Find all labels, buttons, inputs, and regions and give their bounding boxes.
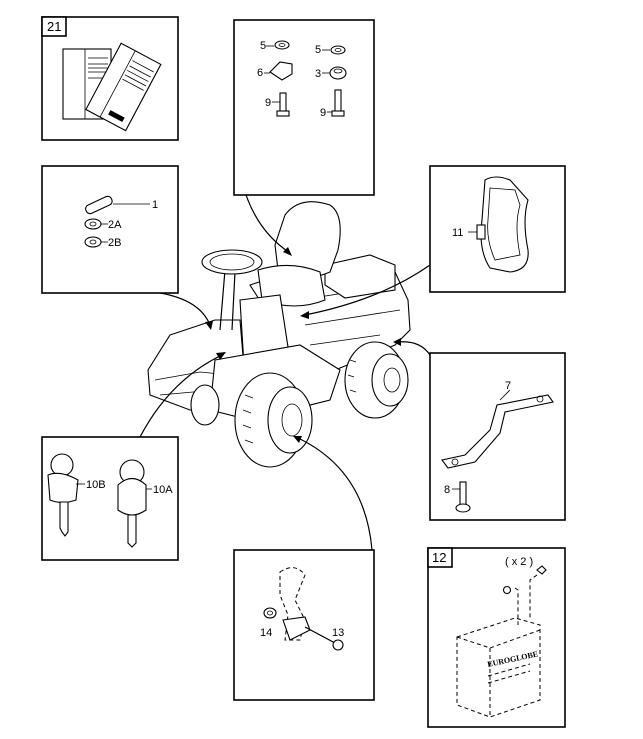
callout-5-right: 5 bbox=[315, 44, 321, 56]
ride-on-mower-illustration bbox=[147, 201, 411, 468]
clamp-panel: 13 14 bbox=[233, 549, 375, 701]
callout-2a: 2A bbox=[108, 219, 122, 231]
battery-panel: 12 ( x 2 ) EUROGLOBE bbox=[427, 547, 566, 728]
key-10b-icon bbox=[47, 453, 79, 537]
owner-manual-icon bbox=[62, 42, 162, 132]
callout-9-left: 9 bbox=[265, 97, 271, 109]
callout-9-right: 9 bbox=[320, 107, 326, 119]
callout-12: 12 bbox=[432, 550, 446, 565]
callout-3: 3 bbox=[315, 68, 321, 80]
callout-21: 21 bbox=[47, 19, 61, 34]
callout-10b: 10B bbox=[86, 479, 106, 491]
seat-fasteners-panel: 5 6 9 5 3 9 bbox=[233, 19, 375, 196]
callout-1: 1 bbox=[152, 199, 158, 211]
bracket-panel: 7 8 bbox=[429, 352, 566, 521]
callout-2b: 2B bbox=[108, 237, 121, 249]
callout-10a: 10A bbox=[153, 484, 173, 496]
callout-5-left: 5 bbox=[260, 40, 266, 52]
callout-14: 14 bbox=[260, 627, 272, 639]
callout-7: 7 bbox=[505, 380, 511, 392]
callout-6: 6 bbox=[257, 67, 263, 79]
callout-8: 8 bbox=[444, 484, 450, 496]
callout-11: 11 bbox=[452, 227, 463, 239]
callout-13: 13 bbox=[332, 627, 344, 639]
handle-panel: 11 bbox=[429, 165, 566, 293]
ignition-keys-panel: 10B 10A bbox=[41, 436, 179, 561]
manuals-panel: 21 bbox=[41, 16, 179, 141]
key-10a-icon bbox=[117, 459, 147, 548]
quantity-label: ( x 2 ) bbox=[505, 556, 533, 568]
pin-washers-panel: 1 2A 2B bbox=[41, 165, 179, 294]
